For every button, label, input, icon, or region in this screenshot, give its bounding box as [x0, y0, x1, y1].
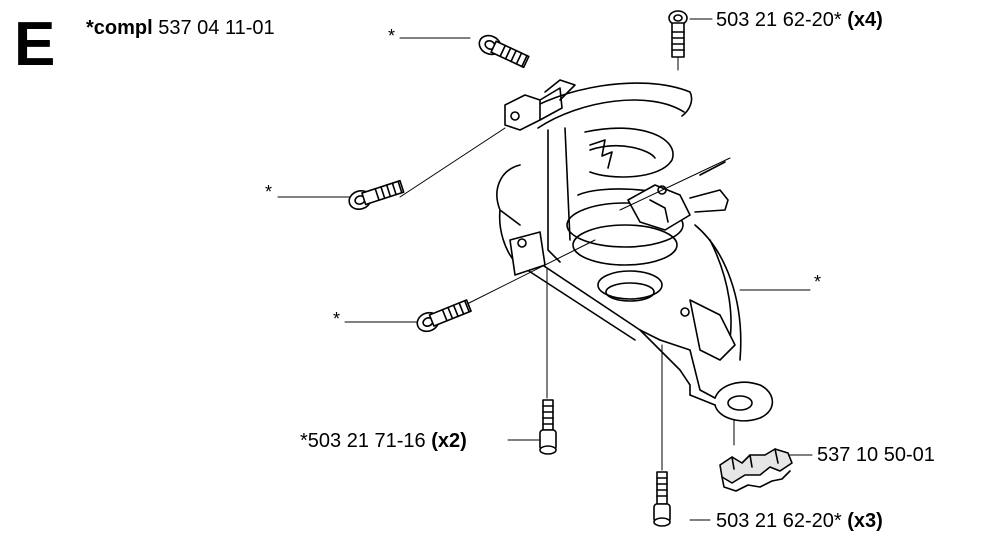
- leader-lines: [277, 18, 813, 521]
- section-letter: E: [14, 10, 56, 79]
- asterisk-top-bolt: *: [388, 26, 396, 46]
- part-quantity: (x2): [431, 430, 467, 452]
- part-number: 503 21 62-20*: [716, 9, 842, 31]
- bolt-top-right-icon: [668, 10, 688, 58]
- assembly-prefix: *compl: [86, 17, 153, 39]
- crankcase-housing: [496, 79, 774, 422]
- part-number: 503 21 62-20*: [716, 510, 842, 532]
- part-quantity: (x3): [847, 510, 883, 532]
- part-number: *503 21 71-16: [300, 430, 426, 452]
- callout-bolt-bottom-left: *503 21 71-16 (x2): [300, 430, 467, 452]
- part-quantity: (x4): [847, 9, 883, 31]
- assembly-number: 537 04 11-01: [158, 17, 275, 39]
- part-number: 537 10 50-01: [817, 444, 935, 466]
- bolt-bottom-icon: [653, 471, 671, 527]
- asterisk-left-bolt: *: [265, 182, 273, 202]
- asterisk-lower-bolt: *: [333, 309, 341, 329]
- clip-icon: [719, 448, 793, 492]
- bolt-bottom-left-icon: [539, 399, 557, 455]
- bolt-top-center-icon: [478, 34, 530, 69]
- callout-bolt-top-right: 503 21 62-20* (x4): [716, 9, 883, 31]
- assembly-label: *compl 537 04 11-01: [86, 17, 275, 39]
- asterisk-housing: *: [814, 272, 822, 292]
- bolt-left-middle-icon: [348, 179, 405, 211]
- callout-bolt-bottom: 503 21 62-20* (x3): [716, 510, 883, 532]
- bolt-left-lower-icon: [416, 299, 472, 333]
- callout-clip: 537 10 50-01: [817, 444, 935, 466]
